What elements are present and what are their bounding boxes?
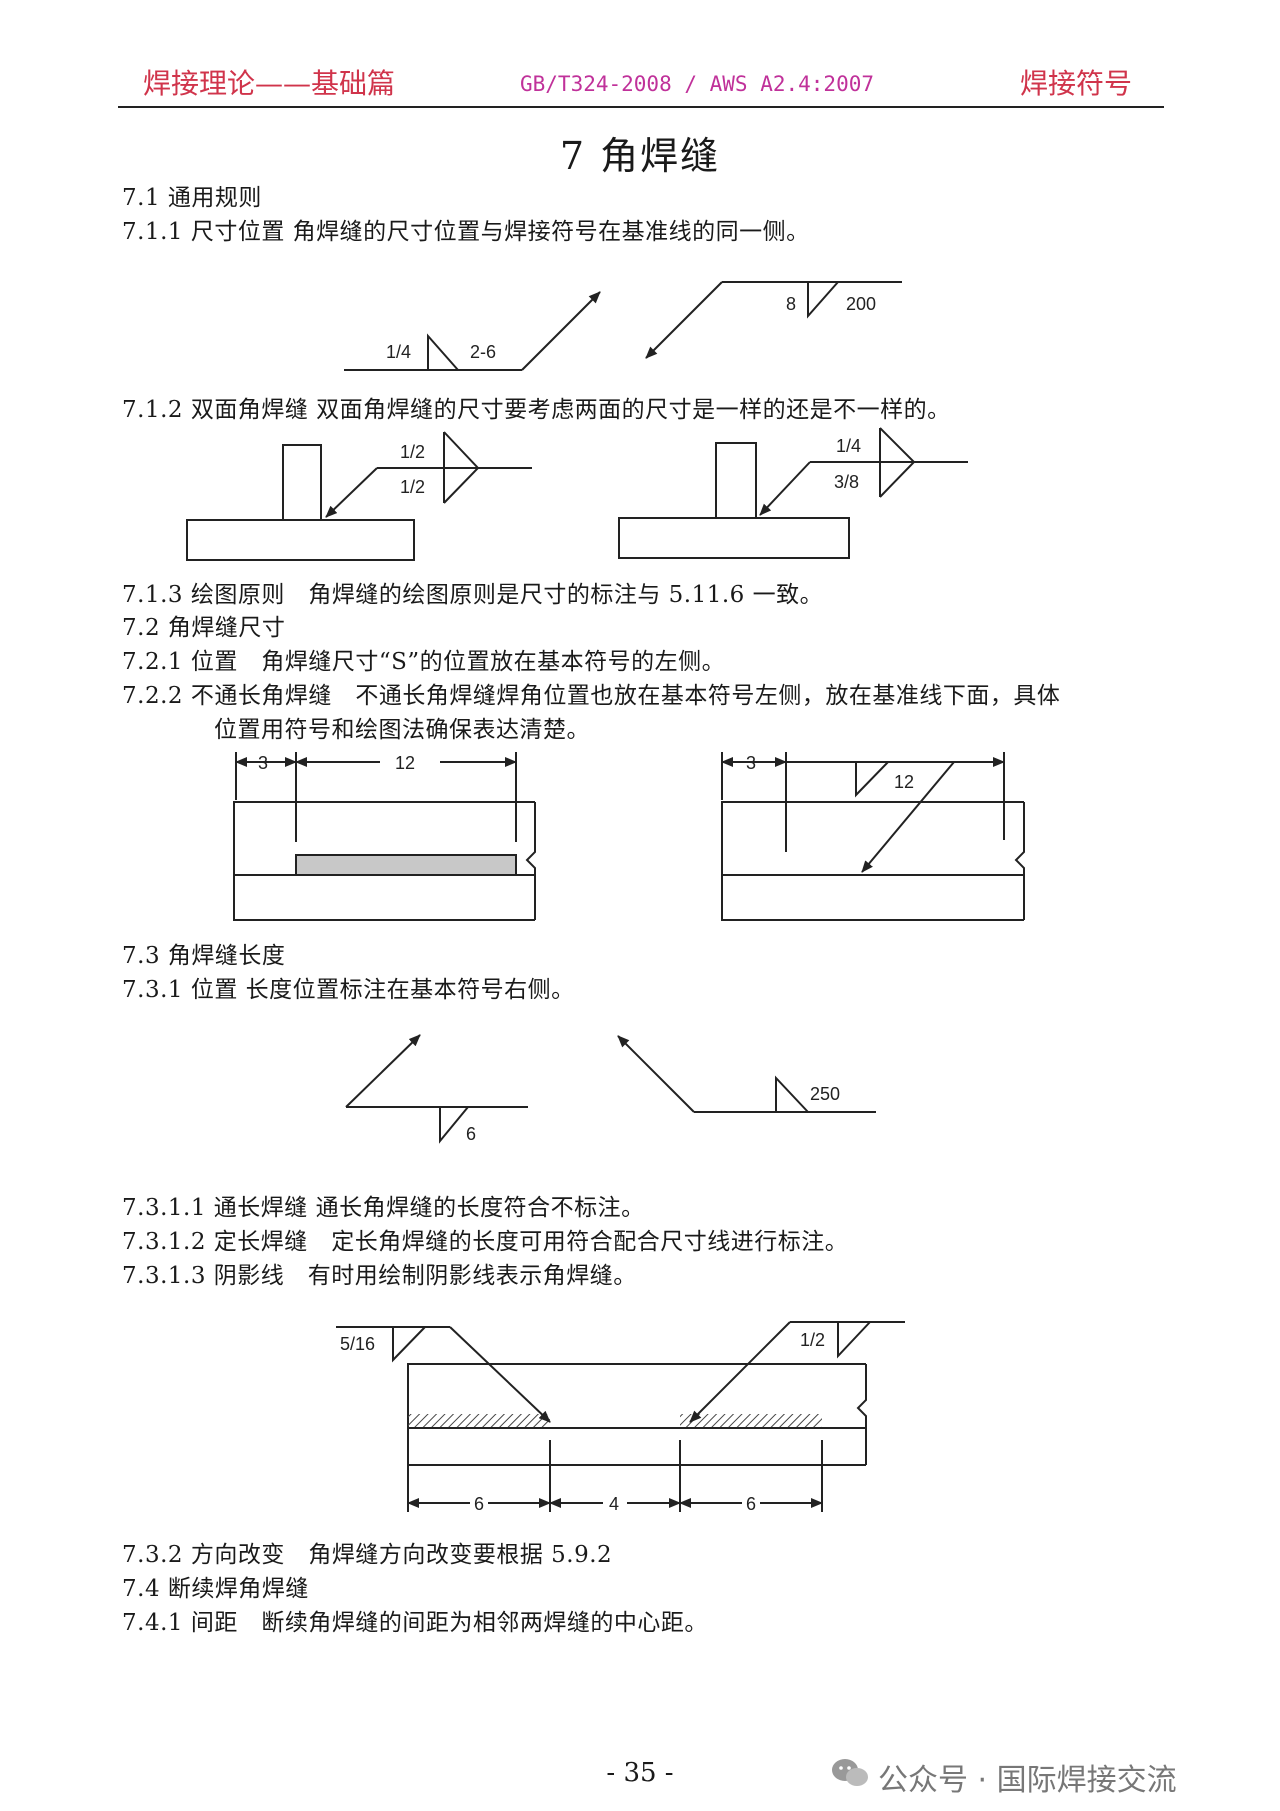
fig2-left-bottom-label: 1/2 [400, 477, 425, 497]
fig1-right-size-label: 8 [786, 294, 796, 314]
para-7-3: 7.3 角焊缝长度 [122, 943, 286, 969]
fig5-dimension-line [407, 1440, 823, 1512]
fig4-right-length-label: 250 [810, 1084, 840, 1104]
fig5-dim2-label: 4 [609, 1494, 619, 1514]
watermark-text: 公众号 · 国际焊接交流 [878, 1763, 1177, 1798]
fig5-left-size-label: 5/16 [340, 1334, 375, 1354]
fig5-right-hatched-weld [680, 1414, 822, 1427]
fig1-right-symbol [645, 281, 902, 359]
fig5-right-symbol [689, 1321, 905, 1423]
para-7-3-1: 7.3.1 位置 长度位置标注在基本符号右侧。 [122, 977, 575, 1003]
fig3-right-dim-a: 3 [746, 753, 756, 773]
para-7-3-2: 7.3.2 方向改变 角焊缝方向改变要根据 5.9.2 [122, 1542, 613, 1568]
fig2-left-joint [186, 431, 532, 561]
para-7-3-1-1: 7.3.1.1 通长焊缝 通长角焊缝的长度符合不标注。 [122, 1195, 645, 1221]
fig4-left-symbol [345, 1034, 528, 1144]
para-7-3-1-3: 7.3.1.3 阴影线 有时用绘制阴影线表示角焊缝。 [122, 1263, 637, 1289]
fig1-left-size-label: 1/4 [386, 342, 411, 362]
para-7-2: 7.2 角焊缝尺寸 [122, 615, 286, 641]
fig1-left-symbol [344, 291, 601, 371]
fig3-left-weld-area [295, 854, 517, 876]
fig5-right-size-label: 1/2 [800, 1330, 825, 1350]
fig1-right-length-label: 200 [846, 294, 876, 314]
page-title: 7 角焊缝 [559, 134, 721, 178]
fig3-right-plate [721, 752, 1025, 921]
fig1-left-length-label: 2-6 [470, 342, 496, 362]
para-7-2-2: 7.2.2 不通长角焊缝 不通长角焊缝焊角位置也放在基本符号左侧，放在基准线下面… [122, 683, 1061, 709]
fig3-left-dim-b: 12 [395, 753, 415, 773]
para-7-1-1: 7.1.1 尺寸位置 角焊缝的尺寸位置与焊接符号在基准线的同一侧。 [122, 219, 810, 245]
fig2-right-joint [618, 427, 968, 559]
para-7-2-2-cont: 位置用符号和绘图法确保表达清楚。 [214, 717, 590, 743]
para-7-1-3: 7.1.3 绘图原则 角焊缝的绘图原则是尺寸的标注与 5.11.6 一致。 [122, 582, 824, 608]
fig4-left-length-label: 6 [466, 1124, 476, 1144]
page-number: - 35 - [606, 1758, 674, 1788]
fig5-dim1-label: 6 [474, 1494, 484, 1514]
wechat-icon [832, 1759, 868, 1786]
header-right-title: 焊接符号 [1020, 67, 1133, 100]
header-left-title: 焊接理论——基础篇 [143, 67, 396, 100]
para-7-1-2: 7.1.2 双面角焊缝 双面角焊缝的尺寸要考虑两面的尺寸是一样的还是不一样的。 [122, 397, 951, 423]
fig4-right-symbol [617, 1035, 876, 1113]
header-standard-code: GB/T324-2008 / AWS A2.4:2007 [520, 72, 875, 96]
fig3-left-plate [233, 752, 536, 921]
para-7-4-1: 7.4.1 间距 断续角焊缝的间距为相邻两焊缝的中心距。 [122, 1610, 708, 1636]
fig2-right-top-label: 1/4 [836, 436, 861, 456]
para-7-4: 7.4 断续焊角焊缝 [122, 1576, 309, 1602]
para-7-3-1-2: 7.3.1.2 定长焊缝 定长角焊缝的长度可用符合配合尺寸线进行标注。 [122, 1229, 849, 1255]
para-7-1: 7.1 通用规则 [122, 185, 262, 211]
fig5-dim3-label: 6 [746, 1494, 756, 1514]
fig2-right-bottom-label: 3/8 [834, 472, 859, 492]
fig2-left-top-label: 1/2 [400, 442, 425, 462]
fig5-left-hatched-weld [408, 1414, 550, 1427]
para-7-2-1: 7.2.1 位置 角焊缝尺寸“S”的位置放在基本符号的左侧。 [122, 649, 726, 675]
fig3-left-dim-a: 3 [258, 753, 268, 773]
fig3-right-size-label: 12 [894, 772, 914, 792]
fig5-left-symbol [336, 1326, 551, 1423]
header-rule [118, 106, 1164, 108]
